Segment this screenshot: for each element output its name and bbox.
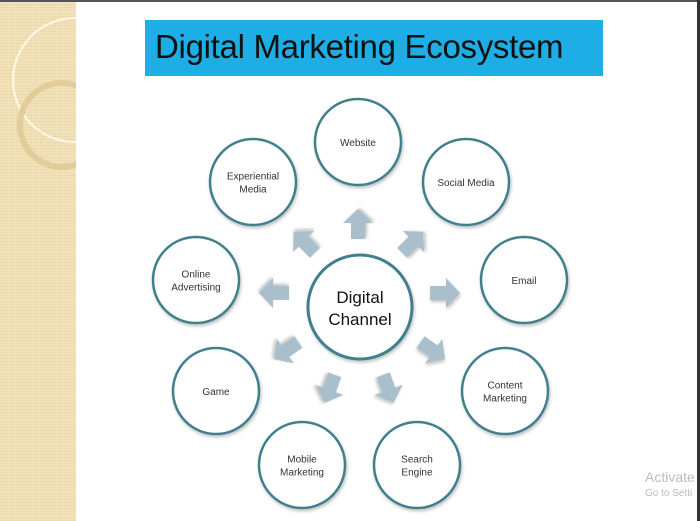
node-label: Experiential [227, 172, 279, 183]
node-label: Social Media [437, 178, 495, 189]
node-label: Content [487, 381, 522, 392]
node-label: Website [340, 138, 376, 149]
arrow-icon [374, 372, 403, 404]
node-label: Marketing [280, 468, 324, 479]
node-website: Website [313, 97, 403, 187]
node-label: Online [182, 270, 211, 281]
node-label: Search [401, 455, 433, 466]
activation-watermark-subtext: Go to Setti [645, 488, 693, 499]
arrow-icon [430, 278, 460, 308]
arrow-icon [315, 372, 344, 404]
node-label: Advertising [171, 283, 220, 294]
window-border [0, 0, 700, 2]
decorative-rings [12, 17, 76, 170]
title-banner: Digital Marketing Ecosystem [145, 20, 603, 76]
node-label: Marketing [483, 394, 527, 405]
window-border [697, 0, 700, 521]
node-email: Email [479, 235, 569, 325]
arrow-icon [292, 230, 320, 258]
arrow-icon [273, 336, 303, 364]
decorative-sidebar [0, 0, 76, 521]
slide-title: Digital Marketing Ecosystem [155, 28, 564, 65]
node-label: Game [202, 387, 230, 398]
arrow-icon [343, 209, 373, 239]
node-social media: Social Media [421, 137, 511, 227]
node-game: Game [171, 346, 261, 436]
node-label: Media [239, 185, 267, 196]
center-label: Digital [336, 288, 383, 307]
node-label: Email [511, 276, 536, 287]
activation-watermark: Activate [645, 469, 695, 485]
node-label: Mobile [287, 455, 317, 466]
arrow-icon [416, 336, 446, 364]
arrow-icon [397, 230, 425, 258]
center-label: Channel [328, 310, 391, 329]
node-label: Engine [401, 468, 433, 479]
arrow-icon [259, 278, 289, 308]
